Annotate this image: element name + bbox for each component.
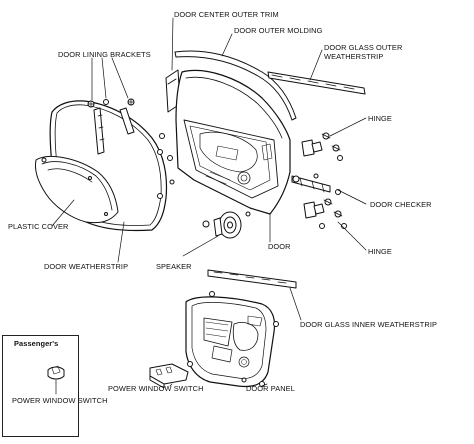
label-passengers: Passenger's xyxy=(14,339,59,348)
door-outer-molding-part xyxy=(174,50,297,121)
label-door-checker: DOOR CHECKER xyxy=(370,200,432,209)
door-shell-part xyxy=(175,69,291,215)
hinge-bottom-part xyxy=(303,198,347,229)
label-door-glass-outer-weatherstrip-line1: DOOR GLASS OUTER xyxy=(324,43,403,52)
hinge-top-part xyxy=(301,132,343,161)
label-power-window-switch-passenger: POWER WINDOW SWITCH xyxy=(12,396,108,405)
label-door-center-outer-trim: DOOR CENTER OUTER TRIM xyxy=(174,10,279,19)
label-door: DOOR xyxy=(268,242,291,251)
label-power-window-switch-center: POWER WINDOW SWITCH xyxy=(108,384,204,393)
label-plastic-cover: PLASTIC COVER xyxy=(8,222,69,231)
label-door-glass-outer-weatherstrip-line2: WEATHERSTRIP xyxy=(324,52,384,61)
door-glass-outer-weatherstrip-part xyxy=(267,71,366,95)
label-hinge-bottom: HINGE xyxy=(368,247,392,256)
plastic-cover-part xyxy=(35,155,119,224)
label-door-lining-brackets: DOOR LINING BRACKETS xyxy=(58,50,151,59)
door-panel-part xyxy=(185,291,279,388)
power-window-switch-center-part xyxy=(149,363,189,389)
label-door-weatherstrip: DOOR WEATHERSTRIP xyxy=(44,262,129,271)
door-lining-brackets-part xyxy=(87,98,135,155)
passengers-inset-box xyxy=(2,335,79,437)
label-door-glass-inner-weatherstrip: DOOR GLASS INNER WEATHERSTRIP xyxy=(300,320,438,329)
door-glass-inner-weatherstrip-part xyxy=(207,269,297,289)
power-window-switch-passenger-part xyxy=(47,365,65,380)
door-checker-part xyxy=(291,173,341,195)
label-door-outer-molding: DOOR OUTER MOLDING xyxy=(234,26,323,35)
label-speaker: SPEAKER xyxy=(156,262,192,271)
label-door-panel: DOOR PANEL xyxy=(246,384,295,393)
leader-lines xyxy=(51,17,367,395)
trim-clips xyxy=(157,133,175,199)
label-hinge-top: HINGE xyxy=(368,114,392,123)
speaker-part xyxy=(202,211,251,239)
